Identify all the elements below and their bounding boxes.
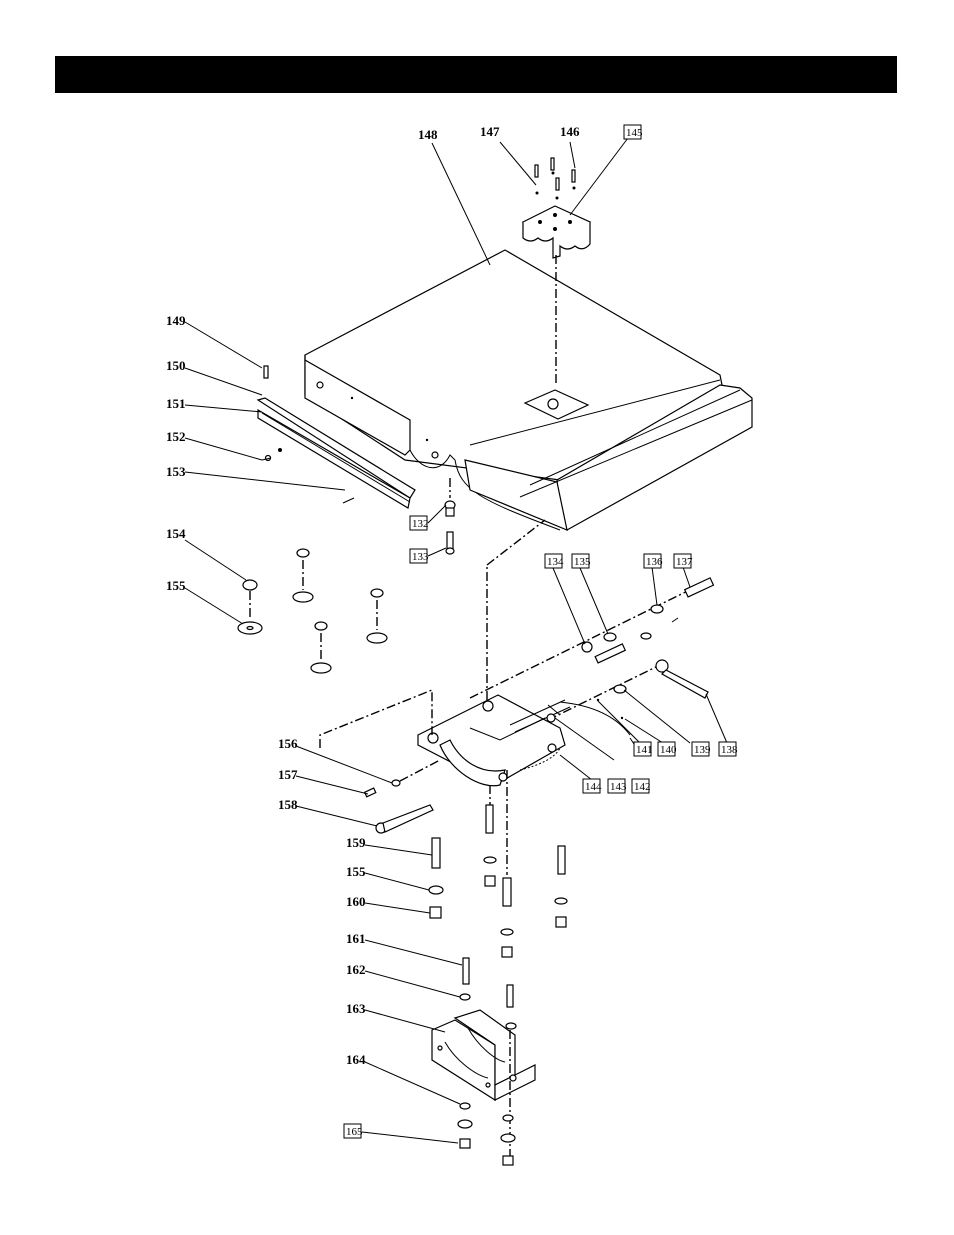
callout-142: 142 <box>634 781 651 793</box>
callout-132: 132 <box>412 518 429 530</box>
callout-154: 154 <box>166 526 186 541</box>
callout-138: 138 <box>721 744 738 756</box>
callout-155-top: 155 <box>166 578 186 593</box>
callout-157: 157 <box>278 767 298 782</box>
mount-bracket <box>432 958 535 1165</box>
callout-149: 149 <box>166 313 186 328</box>
callout-164: 164 <box>346 1052 366 1067</box>
callout-162: 162 <box>346 962 366 977</box>
callout-147: 147 <box>480 124 500 139</box>
feet-hardware <box>238 549 387 673</box>
table-centerline-2 <box>487 520 545 565</box>
callout-145: 145 <box>626 127 643 139</box>
table-top <box>305 250 752 530</box>
callout-156: 156 <box>278 736 298 751</box>
callout-144: 144 <box>585 781 602 793</box>
trunnion-cradle <box>418 695 570 786</box>
callout-133: 133 <box>412 551 429 563</box>
pivot-bolt-hardware <box>365 760 440 833</box>
callout-137: 137 <box>676 556 693 568</box>
callout-146: 146 <box>560 124 580 139</box>
callout-139: 139 <box>694 744 711 756</box>
callout-151: 151 <box>166 396 186 411</box>
callout-150: 150 <box>166 358 186 373</box>
callout-136: 136 <box>646 556 663 568</box>
table-insert-part <box>523 158 590 258</box>
callout-140: 140 <box>660 744 677 756</box>
callout-152: 152 <box>166 429 186 444</box>
callout-163: 163 <box>346 1001 366 1016</box>
callout-165: 165 <box>346 1126 363 1138</box>
pin-132-133 <box>445 478 455 554</box>
callout-155-mid: 155 <box>346 864 366 879</box>
callout-135: 135 <box>574 556 591 568</box>
callout-160: 160 <box>346 894 366 909</box>
feet-link-line <box>320 690 432 748</box>
callout-159: 159 <box>346 835 366 850</box>
callout-161: 161 <box>346 931 366 946</box>
callout-158: 158 <box>278 797 298 812</box>
callout-148: 148 <box>418 127 438 142</box>
callout-141: 141 <box>636 744 653 756</box>
callout-143: 143 <box>610 781 627 793</box>
callout-153: 153 <box>166 464 186 479</box>
pin-stacks <box>429 770 567 957</box>
callout-134: 134 <box>547 556 564 568</box>
